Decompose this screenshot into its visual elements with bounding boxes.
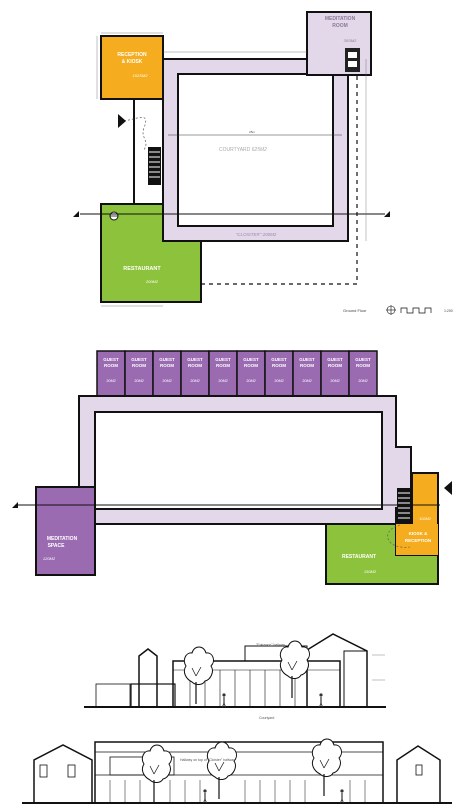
reception-kiosk-room: [100, 35, 164, 100]
guest-room-label: GUEST: [355, 357, 371, 362]
guest-room-area: 30M2: [162, 379, 172, 383]
guest-room-label: GUEST: [271, 357, 287, 362]
person-icon: [318, 692, 324, 708]
courtyard-annotation: Courtyard: [259, 716, 274, 720]
guest-room-area: 30M2: [246, 379, 256, 383]
guest-room-label: GUEST: [159, 357, 175, 362]
kiosk-label-1: KIOSK &: [409, 531, 429, 536]
reception-label-1: RECEPTION: [117, 52, 147, 58]
north-arrow-icon: [386, 305, 396, 315]
left-gable-building: [33, 744, 93, 803]
guest-room-label: GUEST: [103, 357, 119, 362]
restaurant-area: 200M2: [145, 279, 159, 284]
person-icon: [339, 788, 345, 804]
section-marker-left-icon: [73, 211, 79, 217]
guest-room-label: GUEST: [327, 357, 343, 362]
section-elevation-2: Hallway on top of "Cloister" hallway: [22, 738, 452, 804]
guest-rooms-row: GUESTROOM30M2GUESTROOM30M2GUESTROOM30M2G…: [96, 350, 378, 397]
scale-bar: [400, 307, 432, 314]
floor-label: Ground Floor: [343, 308, 367, 313]
right-gable-profile: [306, 633, 368, 707]
ground-floor-plan: 25m COURTYARD 625M2 "CLOISTER" 200M2 REC…: [73, 11, 453, 315]
right-gable-building: [396, 745, 441, 803]
meditation-space: [35, 486, 96, 576]
restaurant-label: RESTAURANT: [123, 266, 161, 272]
reception-label-2: & KIOSK: [122, 59, 143, 65]
meditation-stair: [345, 48, 360, 72]
meditation-room: [306, 11, 372, 76]
tree-icon: [206, 741, 238, 800]
meditation-space-label-1: MEDITATION: [47, 536, 78, 542]
upper-hallway-annotation: Hallway on top of "Cloister" hallway: [180, 758, 235, 762]
future-extension-outline: [201, 75, 358, 285]
meditation-area: 30SM2: [344, 38, 357, 43]
upper-courtyard-void: [94, 411, 383, 510]
person-icon: [221, 692, 227, 708]
guest-room-area: 30M2: [134, 379, 144, 383]
meditation-space-area: 120M2: [43, 556, 56, 561]
kiosk-lower-extension: [396, 524, 438, 555]
long-hall-profile: [94, 741, 384, 803]
guest-room-label: GUEST: [243, 357, 259, 362]
courtyard-area: [177, 73, 334, 227]
guest-room-label: GUEST: [187, 357, 203, 362]
guest-room-area: 30M2: [218, 379, 228, 383]
tree-icon: [141, 744, 173, 803]
upper-restaurant-label: RESTAURANT: [342, 554, 376, 560]
guest-room-label: GUEST: [131, 357, 147, 362]
svg-text:25m: 25m: [249, 130, 255, 134]
scale-label: 1:200: [444, 309, 453, 313]
tree-icon: [183, 646, 215, 705]
upper-stair: [397, 488, 411, 524]
guest-room-label: ROOM: [300, 363, 314, 368]
guest-room-label: ROOM: [216, 363, 230, 368]
left-building-profile: [138, 648, 158, 707]
guest-room-label: ROOM: [188, 363, 202, 368]
meditation-label-1: MEDITATION: [325, 16, 356, 22]
entrance-hallway-annotation: "Entrance" hallway: [256, 643, 285, 647]
guest-room-label: ROOM: [244, 363, 258, 368]
guest-room: [152, 350, 182, 397]
guest-room-area: 30M2: [358, 379, 368, 383]
guest-room-label: ROOM: [272, 363, 286, 368]
courtyard-label: COURTYARD 625M2: [219, 147, 267, 153]
entrance-path: [123, 117, 147, 151]
guest-room-area: 30M2: [302, 379, 312, 383]
first-floor-plan: GUESTROOM30M2GUESTROOM30M2GUESTROOM30M2G…: [12, 350, 452, 585]
meditation-label-2: ROOM: [332, 23, 348, 29]
person-icon: [202, 788, 208, 804]
upper-entrance-arrow-icon: [444, 481, 452, 495]
guest-room-label: ROOM: [160, 363, 174, 368]
ground-stair: [148, 147, 161, 185]
guest-room-label: ROOM: [132, 363, 146, 368]
section-elevation-1: "Entrance" hallway Courtyard: [84, 633, 386, 720]
restaurant-room: [100, 203, 202, 303]
entrance-arrow-icon: [118, 114, 126, 128]
guest-room-label: GUEST: [299, 357, 315, 362]
kiosk-label-2: RECEPTION: [405, 538, 431, 543]
upper-restaurant-area: 150M2: [364, 569, 377, 574]
guest-room: [348, 350, 378, 397]
guest-room-area: 30M2: [274, 379, 284, 383]
tree-icon: [311, 738, 343, 797]
reception-area: 102SM2: [133, 73, 149, 78]
guest-room: [124, 350, 154, 397]
meditation-space-label-2: SPACE: [48, 543, 66, 549]
kiosk-area: 102M2: [419, 517, 431, 521]
guest-room: [320, 350, 350, 397]
guest-room-area: 30M2: [330, 379, 340, 383]
upper-section-marker-left-icon: [12, 502, 18, 508]
guest-room-label: ROOM: [104, 363, 118, 368]
guest-room-area: 30M2: [190, 379, 200, 383]
guest-room-label: ROOM: [356, 363, 370, 368]
guest-room-area: 30M2: [106, 379, 116, 383]
guest-room-label: GUEST: [215, 357, 231, 362]
guest-room-label: ROOM: [328, 363, 342, 368]
section-marker-right-icon: [384, 211, 390, 217]
cloister-label: "CLOISTER" 200M2: [236, 232, 277, 237]
